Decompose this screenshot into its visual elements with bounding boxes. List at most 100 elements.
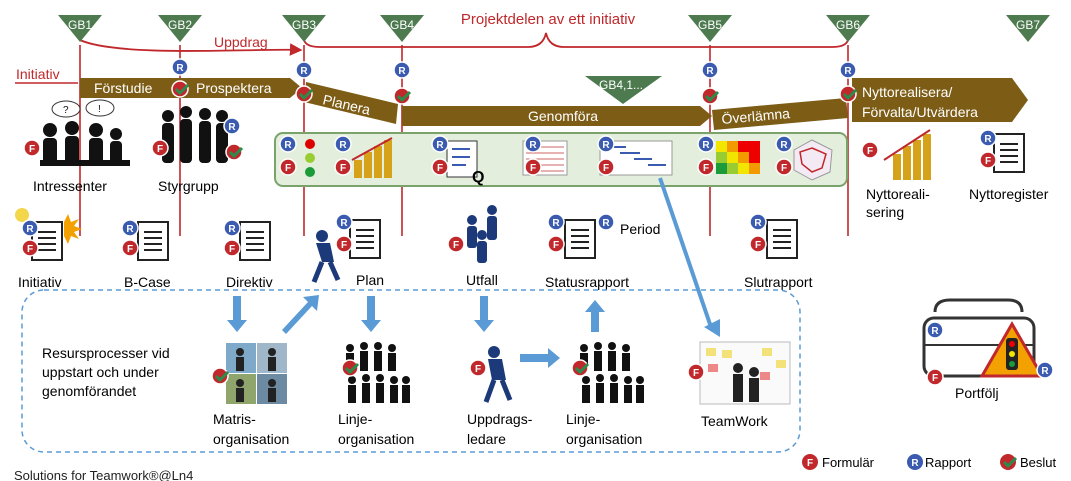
svg-text:F: F: [703, 163, 709, 174]
status-light-icon: [305, 167, 315, 177]
report-badge-icon: R: [749, 213, 767, 231]
svg-text:R: R: [398, 66, 406, 77]
report-badge-icon: R: [431, 135, 449, 153]
org-label: Uppdrags-: [467, 411, 533, 427]
form-badge-icon: F: [334, 158, 352, 176]
org-label: organisation: [566, 431, 642, 447]
report-badge-icon: R: [121, 219, 139, 237]
org-label: ledare: [467, 431, 506, 447]
phase-arrows: [80, 78, 1028, 130]
report-badge-icon: R: [295, 61, 313, 79]
meeting-people-icon: [40, 99, 130, 166]
report-badge-icon: R: [597, 213, 615, 231]
portfolio-icon: [922, 298, 1045, 378]
phase-arrow: [402, 106, 712, 126]
svg-text:F: F: [693, 368, 699, 379]
document-icon: [239, 221, 271, 261]
document-label: Direktiv: [226, 274, 273, 290]
report-badge-icon: R: [335, 213, 353, 231]
svg-text:R: R: [754, 218, 762, 229]
report-badge-icon: R: [223, 219, 241, 237]
right-arrow: [520, 348, 560, 368]
risk-matrix-icon: [716, 141, 760, 174]
decision-badge-icon: [393, 87, 412, 105]
svg-text:F: F: [475, 364, 481, 375]
document-icon: [349, 219, 381, 259]
report-badge-icon: R: [1036, 361, 1054, 379]
resource-text: genomförandet: [42, 383, 136, 399]
assignment-arrow: [79, 39, 303, 56]
svg-text:R: R: [26, 224, 34, 235]
report-badge-icon: R: [171, 58, 189, 76]
svg-text:F: F: [341, 240, 347, 251]
org-label: TeamWork: [701, 413, 769, 429]
form-badge-icon: F: [23, 139, 41, 157]
document-label: Statusrapport: [545, 274, 629, 290]
initiative-label: Initiativ: [16, 66, 60, 82]
teamwork-board-icon: [699, 341, 791, 405]
gate-icon: [1006, 15, 1050, 42]
project-part-label: Projektdelen av ett initiativ: [461, 11, 636, 28]
gate-icon: [158, 15, 202, 42]
teamwork-arrow: [658, 177, 714, 331]
svg-text:Q: Q: [472, 169, 484, 186]
svg-text:F: F: [229, 244, 235, 255]
benefit-label: sering: [866, 204, 904, 220]
svg-text:F: F: [29, 144, 35, 155]
form-badge-icon: F: [431, 158, 449, 176]
document-icon: [564, 219, 596, 259]
gate-label: GB1: [68, 18, 92, 32]
svg-text:R: R: [702, 140, 710, 151]
svg-text:F: F: [781, 163, 787, 174]
form-badge-icon: F: [547, 235, 565, 253]
form-badge-icon: F: [524, 158, 542, 176]
svg-text:F: F: [453, 240, 459, 251]
gate-label: GB4: [390, 18, 414, 32]
svg-text:F: F: [985, 156, 991, 167]
report-badge-icon: R: [697, 135, 715, 153]
svg-text:R: R: [931, 326, 939, 337]
trend-arrow-icon: [351, 137, 393, 161]
phase-arrow: [712, 98, 848, 130]
legend-report-label: Rapport: [925, 455, 972, 470]
svg-text:?: ?: [63, 105, 69, 116]
svg-text:R: R: [780, 140, 788, 151]
report-badge-icon: R: [926, 321, 944, 339]
org-label: Linje-: [566, 411, 601, 427]
benefit-label: Nyttoreali-: [866, 186, 930, 202]
benefit-register-label: Nyttoregister: [969, 186, 1049, 202]
form-badge-icon: F: [597, 158, 615, 176]
decision-badge-icon: [211, 367, 230, 385]
up-right-arrow: [282, 295, 319, 334]
stakeholder-label: Intressenter: [33, 178, 107, 194]
form-badge-icon: F: [697, 158, 715, 176]
svg-text:F: F: [553, 240, 559, 251]
report-badge-letter: R: [911, 458, 919, 469]
project-bracket: [303, 32, 849, 48]
phase-arrow: [80, 78, 302, 98]
checklist-icon: [446, 140, 478, 178]
svg-text:F: F: [755, 240, 761, 251]
report-badge-icon: R: [701, 61, 719, 79]
gate-label: GB3: [292, 18, 316, 32]
form-badge-icon: F: [151, 139, 169, 157]
phase-label: Prospektera: [196, 80, 272, 96]
gate-icon: [688, 15, 732, 42]
gate-label: GB2: [168, 18, 192, 32]
org-label: organisation: [338, 431, 414, 447]
svg-text:F: F: [285, 163, 291, 174]
report-badge-icon: R: [597, 135, 615, 153]
svg-text:F: F: [603, 163, 609, 174]
form-badge-icon: F: [926, 368, 944, 386]
document-icon: [137, 221, 169, 261]
lightbulb-icon: [15, 208, 29, 222]
assignment-leader-icon: [483, 346, 513, 403]
document-label: Slutrapport: [744, 274, 813, 290]
svg-text:R: R: [340, 218, 348, 229]
svg-text:R: R: [284, 140, 292, 151]
decision-badge-icon: [571, 359, 590, 377]
form-badge-icon: F: [223, 239, 241, 257]
svg-text:F: F: [932, 373, 938, 384]
form-badge-icon: F: [749, 235, 767, 253]
outcome-people-icon: [467, 205, 497, 263]
